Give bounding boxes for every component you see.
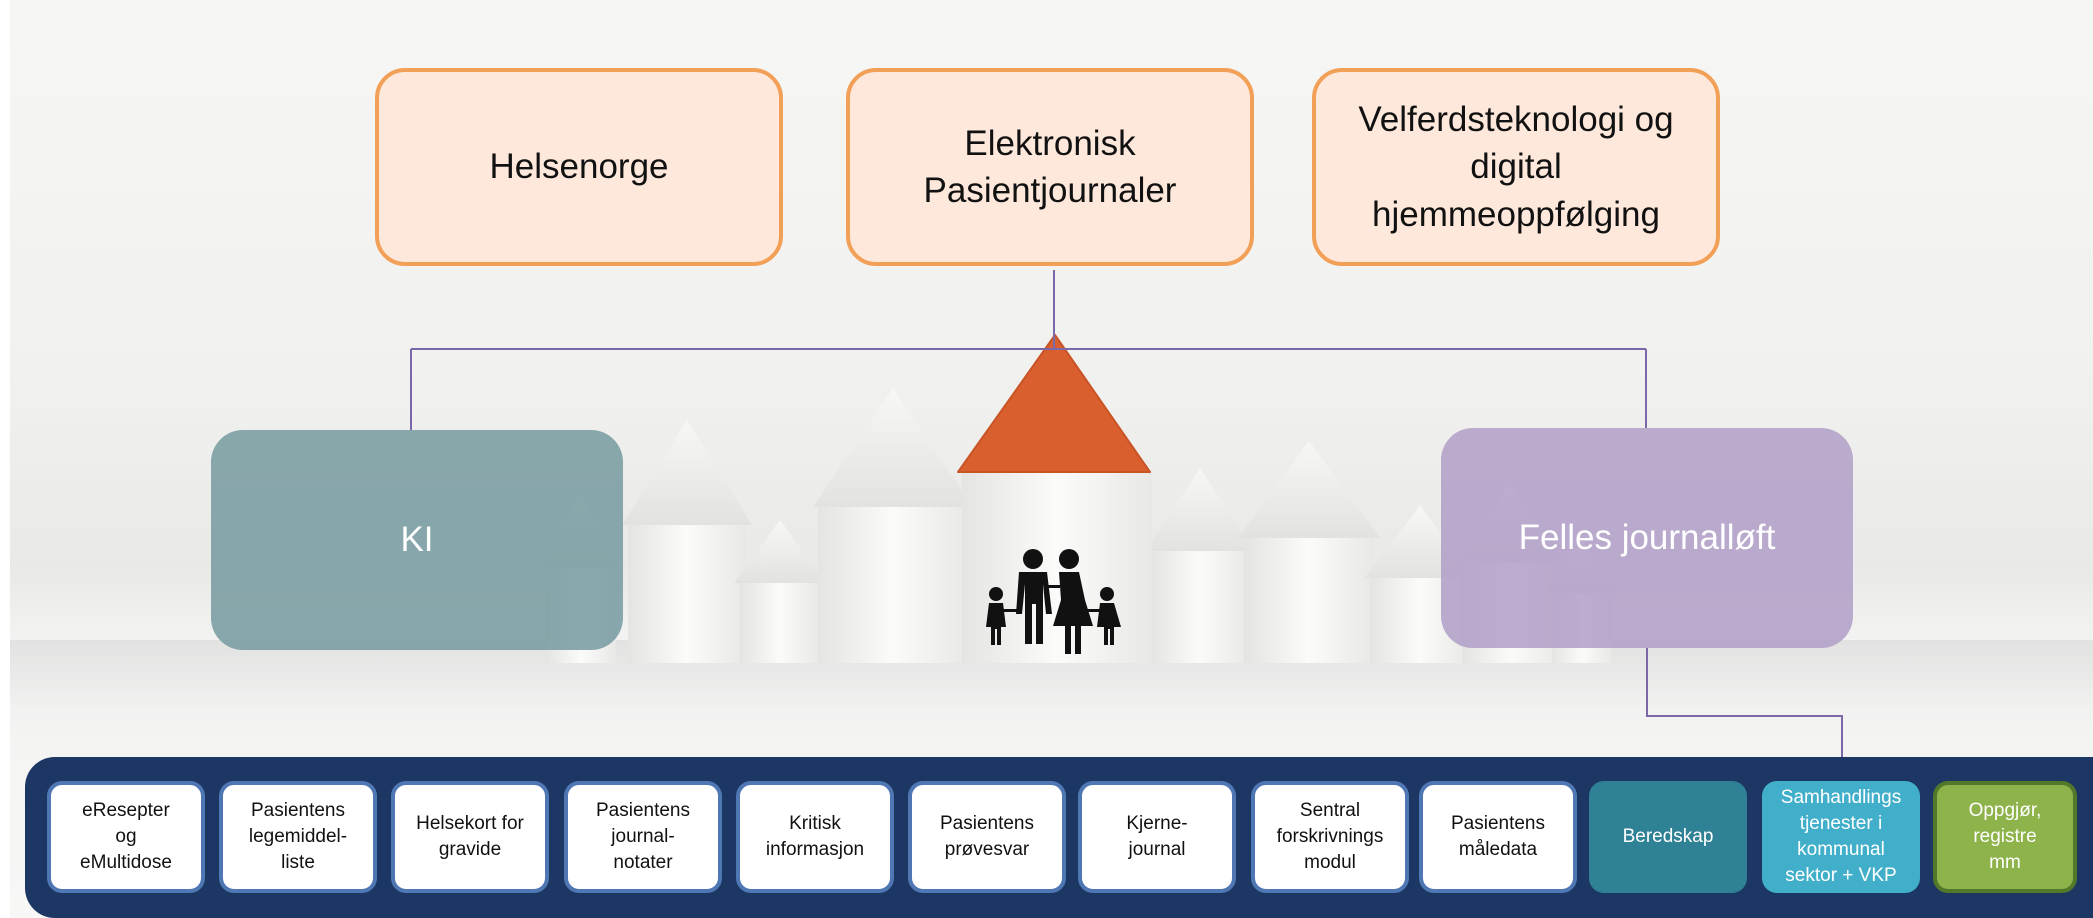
chip-sentral-forskrivningsmodul: Sentral forskrivnings modul	[1251, 781, 1409, 893]
chip-label: Oppgjør, registre mm	[1968, 799, 2042, 874]
chip-legemiddelliste: Pasientens legemiddel- liste	[219, 781, 377, 893]
chip-label: Kjerne- journal	[1126, 812, 1188, 860]
chip-label: Pasientens prøvesvar	[939, 812, 1034, 860]
chip-label: Beredskap	[1622, 825, 1714, 847]
central-house-icon	[957, 334, 1152, 663]
velferdsteknologi-label: Velferdsteknologi og digital hjemmeoppfø…	[1358, 100, 1674, 234]
chip-journalnotater: Pasientens journal- notater	[564, 781, 722, 893]
chip-beredskap: Beredskap	[1589, 781, 1747, 893]
chip-kjernejournal: Kjerne- journal	[1078, 781, 1236, 893]
chip-kritisk-informasjon: Kritisk informasjon	[736, 781, 894, 893]
chip-label: Helsekort for gravide	[416, 812, 524, 860]
elektronisk-pasientjournaler-label: Elektronisk Pasientjournaler	[923, 123, 1177, 210]
chip-label: Kritisk informasjon	[765, 812, 865, 860]
house-icon	[813, 388, 973, 663]
chip-samhandlingstjenester: Samhandlings tjenester i kommunal sektor…	[1762, 781, 1920, 893]
felles-journalloft-box: Felles journalløft	[1441, 428, 1853, 648]
helsenorge-box: Helsenorge	[375, 68, 783, 266]
chip-label: Samhandlings tjenester i kommunal sektor…	[1780, 786, 1902, 887]
house-icon	[734, 520, 826, 663]
family-icon	[986, 549, 1121, 654]
chip-provesvar: Pasientens prøvesvar	[908, 781, 1066, 893]
chip-oppgjor-registre: Oppgjør, registre mm	[1933, 781, 2077, 893]
chip-label: Pasientens legemiddel- liste	[248, 799, 348, 874]
chip-eresepter: eResepter og eMultidose	[47, 781, 205, 893]
house-icon	[1238, 441, 1380, 663]
felles-journalloft-label: Felles journalløft	[1518, 518, 1776, 557]
chip-maledata: Pasientens måledata	[1419, 781, 1577, 893]
house-icon	[1145, 468, 1255, 663]
chip-label: Sentral forskrivnings modul	[1276, 799, 1384, 874]
elektronisk-pasientjournaler-box: Elektronisk Pasientjournaler	[846, 68, 1254, 266]
chip-label: eResepter og eMultidose	[80, 799, 172, 874]
ki-label: KI	[400, 520, 434, 559]
ki-box: KI	[211, 430, 623, 650]
chip-helsekort-gravide: Helsekort for gravide	[391, 781, 549, 893]
helsenorge-label: Helsenorge	[489, 147, 669, 187]
house-icon	[622, 420, 752, 663]
velferdsteknologi-box: Velferdsteknologi og digital hjemmeoppfø…	[1312, 68, 1720, 266]
chip-label: Pasientens måledata	[1450, 812, 1545, 860]
chip-label: Pasientens journal- notater	[595, 799, 690, 874]
